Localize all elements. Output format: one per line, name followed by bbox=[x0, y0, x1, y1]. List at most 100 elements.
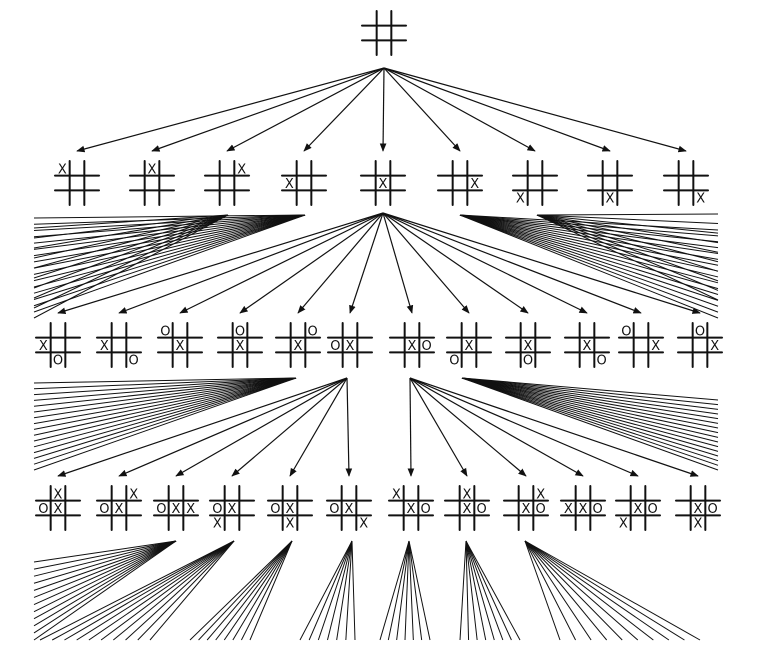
level2-board: OX bbox=[618, 322, 664, 368]
board-grid-lines bbox=[361, 10, 407, 56]
level2-to-level3-arrow bbox=[57, 377, 348, 477]
x-mark: X bbox=[470, 177, 479, 192]
board-grid-lines bbox=[96, 485, 142, 531]
x-mark: X bbox=[583, 339, 592, 354]
level1-board: X bbox=[512, 160, 558, 207]
unexpanded-branch-fans bbox=[33, 213, 719, 641]
board-grid-lines bbox=[437, 160, 483, 206]
tree-edges bbox=[57, 67, 701, 477]
fan-left2-level1 bbox=[33, 214, 229, 319]
x-mark: X bbox=[407, 502, 416, 517]
root-to-level1-arrow bbox=[303, 67, 385, 152]
level1-to-level2-arrow bbox=[297, 212, 384, 314]
x-mark: X bbox=[408, 339, 417, 354]
level1-board: X bbox=[204, 160, 250, 206]
o-mark: O bbox=[708, 502, 718, 517]
x-mark: X bbox=[285, 177, 294, 192]
fan-level3-e bbox=[379, 540, 431, 641]
board-grid-lines bbox=[281, 160, 327, 206]
o-mark: O bbox=[329, 502, 339, 517]
x-mark: X bbox=[237, 162, 246, 177]
root-to-level1-arrow bbox=[383, 67, 536, 152]
level1-to-level2-arrow bbox=[382, 212, 470, 314]
o-mark: O bbox=[536, 502, 546, 517]
x-mark: X bbox=[522, 502, 531, 517]
board-grid-lines bbox=[35, 322, 81, 368]
x-mark: X bbox=[694, 502, 703, 517]
board-grid-lines bbox=[618, 322, 664, 368]
x-mark: X bbox=[463, 487, 472, 502]
level2-board: XO bbox=[446, 322, 492, 369]
level2-to-level3-arrow bbox=[409, 377, 468, 477]
level2-to-level3-arrow bbox=[345, 377, 353, 477]
level2-to-level3-arrow bbox=[409, 377, 639, 477]
level1-to-level2-arrow bbox=[349, 212, 384, 314]
o-mark: O bbox=[648, 502, 658, 517]
x-mark: X bbox=[651, 339, 660, 354]
root-to-level1-arrow bbox=[151, 67, 385, 152]
level1-board: X bbox=[587, 160, 633, 207]
o-mark: O bbox=[330, 339, 340, 354]
x-mark: X bbox=[39, 339, 48, 354]
x-mark: X bbox=[463, 502, 472, 517]
x-mark: X bbox=[100, 339, 109, 354]
x-mark: X bbox=[129, 487, 138, 502]
x-mark: X bbox=[228, 502, 237, 517]
x-mark: X bbox=[115, 502, 124, 517]
root-board bbox=[361, 10, 407, 56]
board-grid-lines bbox=[96, 322, 142, 368]
board-grid-lines bbox=[153, 485, 199, 531]
fan-left-level1 bbox=[33, 214, 306, 313]
root-to-level1-arrow bbox=[383, 67, 611, 152]
board-grid-lines bbox=[35, 485, 81, 531]
x-mark: X bbox=[392, 487, 401, 502]
level2-to-level3-arrow bbox=[231, 377, 348, 477]
board-grid-lines bbox=[675, 485, 721, 531]
x-mark: X bbox=[186, 502, 195, 517]
board-grid-lines bbox=[512, 160, 558, 206]
level2-board: OX bbox=[157, 322, 203, 368]
level2-to-level3-arrow bbox=[409, 377, 699, 477]
level1-to-level2-arrow bbox=[382, 212, 414, 314]
board-grid-lines bbox=[209, 485, 255, 531]
level2-board: XO bbox=[96, 322, 142, 369]
level1-board: X bbox=[663, 160, 709, 207]
x-mark: X bbox=[176, 339, 185, 354]
board-grid-lines bbox=[54, 160, 100, 206]
board-grid-lines bbox=[505, 322, 551, 368]
level1-board: X bbox=[129, 160, 175, 206]
x-mark: X bbox=[710, 339, 719, 354]
root-to-level1-arrow bbox=[383, 67, 687, 153]
level1-to-level2-arrow bbox=[57, 212, 384, 314]
level1-board: X bbox=[360, 160, 406, 206]
root-to-level1-arrow bbox=[383, 67, 461, 152]
x-mark: X bbox=[359, 517, 368, 532]
level1-to-level2-arrow bbox=[239, 212, 384, 314]
o-mark: O bbox=[235, 324, 245, 339]
level2-to-level3-arrow bbox=[175, 377, 348, 477]
level1-to-level2-arrow bbox=[179, 212, 384, 314]
x-mark: X bbox=[236, 339, 245, 354]
fan-level3-d bbox=[299, 540, 356, 641]
level1-board: X bbox=[281, 160, 327, 206]
o-mark: O bbox=[421, 502, 431, 517]
board-grid-lines bbox=[677, 322, 723, 368]
board-grid-lines bbox=[388, 485, 434, 531]
x-mark: X bbox=[696, 192, 705, 207]
x-mark: X bbox=[379, 177, 388, 192]
level2-to-level3-arrow bbox=[118, 377, 348, 477]
level1-board: X bbox=[54, 160, 100, 206]
board-grid-lines bbox=[129, 160, 175, 206]
